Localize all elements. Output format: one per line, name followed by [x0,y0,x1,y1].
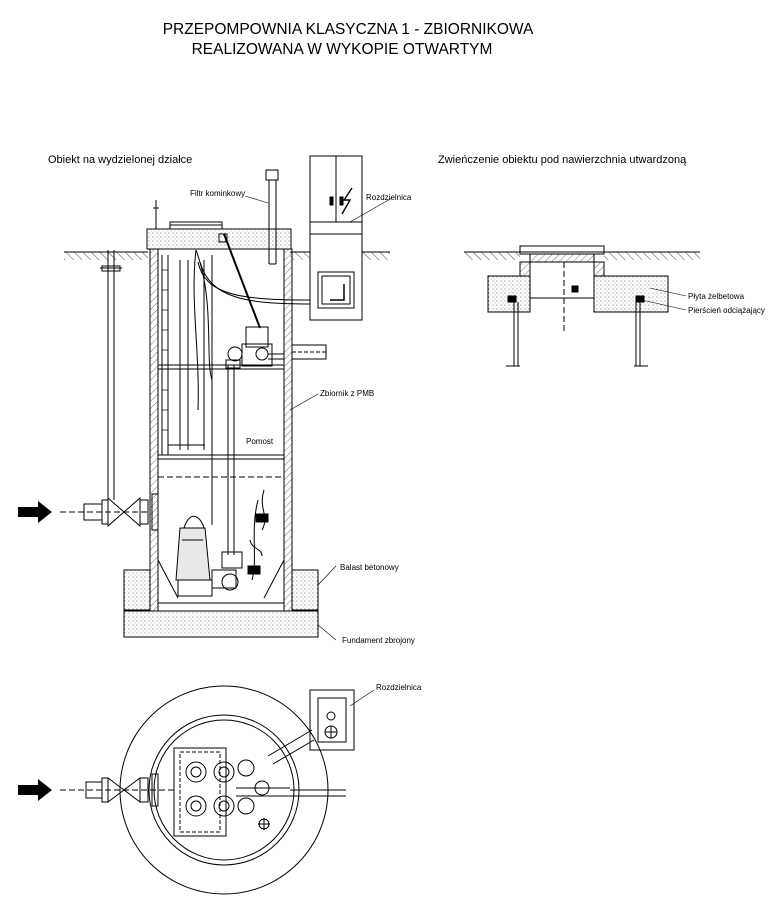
label-balast: Balast betonowy [340,563,399,572]
plan-inflow-arrow-icon [18,779,52,801]
pump [176,516,242,596]
control-panel [310,156,362,320]
plan-control-panel [310,690,354,750]
plan-valves [236,760,290,814]
foundation [124,611,318,637]
label-rozdzielnica-top: Rozdzielnica [366,193,412,202]
label-zbiornik: Zbiornik z PMB [320,389,374,398]
electric-hazard-icon [342,188,352,214]
ground-surface [64,252,390,260]
concrete-ballast-left [124,570,150,610]
float-switches [248,490,268,580]
plan-view [60,686,354,894]
inlet-pipe [60,494,158,530]
inflow-arrow-icon [18,501,52,523]
concrete-ballast-right [292,570,318,610]
tank-wall-left [150,249,158,611]
label-plyta: Płyta żelbetowa [688,292,745,301]
title-line-1: PRZEPOMPOWNIA KLASYCZNA 1 - ZBIORNIKOWA [163,21,534,38]
vent-filter [153,170,278,264]
label-pierscien: Pierścień odciążający [688,306,765,315]
caption-right: Zwieńczenie obiektu pod nawierzchnia utw… [438,154,687,166]
outlet-pipe [292,345,326,359]
label-filtr: Filtr kominkowy [190,189,245,198]
label-rozdzielnica-bottom: Rozdzielnica [376,683,422,692]
valve-assembly [219,234,284,366]
label-pomost: Pomost [246,437,274,446]
caption-left: Obiekt na wydzielonej działce [48,154,192,166]
crown-detail [464,246,700,366]
label-fundament: Fundament zbrojony [342,636,415,645]
section-view [18,156,390,637]
title-line-2: REALIZOWANA W WYKOPIE OTWARTYM [192,41,493,58]
